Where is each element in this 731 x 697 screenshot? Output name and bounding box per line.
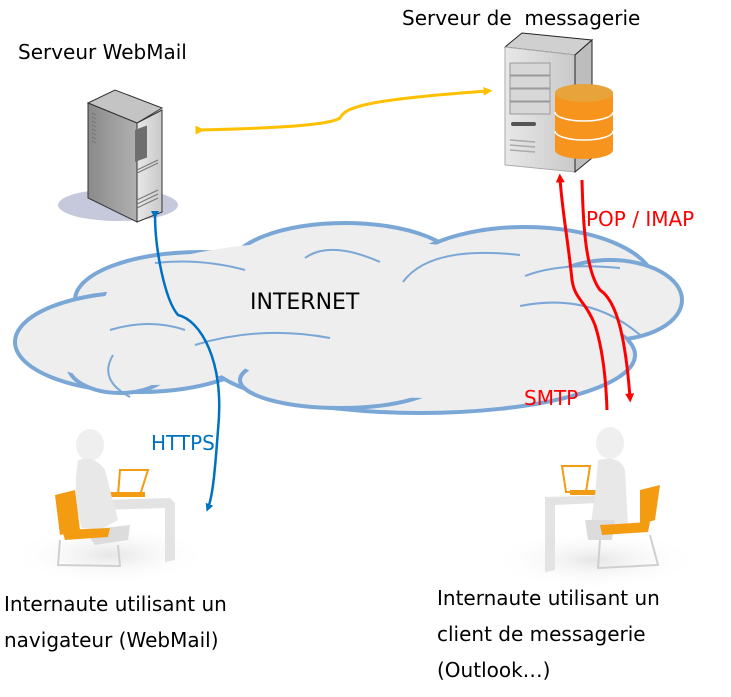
caption-line: Internaute utilisant un <box>437 586 660 610</box>
mail-server-label: Serveur de messagerie <box>402 6 641 30</box>
client-user-caption: Internaute utilisant un client de messag… <box>437 580 660 688</box>
webmail-server-label: Serveur WebMail <box>18 40 187 64</box>
mail-server-icon <box>503 32 614 174</box>
caption-line: client de messagerie <box>437 622 646 646</box>
https-arrow <box>150 210 221 512</box>
webmail-user-caption: Internaute utilisant un navigateur (WebM… <box>4 586 227 658</box>
webmail-server-icon <box>58 89 178 223</box>
pop-imap-label: POP / IMAP <box>586 207 695 231</box>
internet-label: INTERNET <box>250 290 360 315</box>
server-link-arrow <box>195 86 493 135</box>
caption-line: Internaute utilisant un <box>4 592 227 616</box>
caption-line: (Outlook…) <box>437 658 551 682</box>
internet-cloud <box>13 221 684 415</box>
database-icon <box>554 84 614 159</box>
pop-imap-arrow <box>580 179 635 403</box>
client-user-icon <box>490 427 700 590</box>
caption-line: navigateur (WebMail) <box>4 628 219 652</box>
https-label: HTTPS <box>151 431 215 455</box>
webmail-user-icon <box>10 429 210 585</box>
smtp-label: SMTP <box>524 386 579 410</box>
smtp-arrow <box>555 173 609 411</box>
